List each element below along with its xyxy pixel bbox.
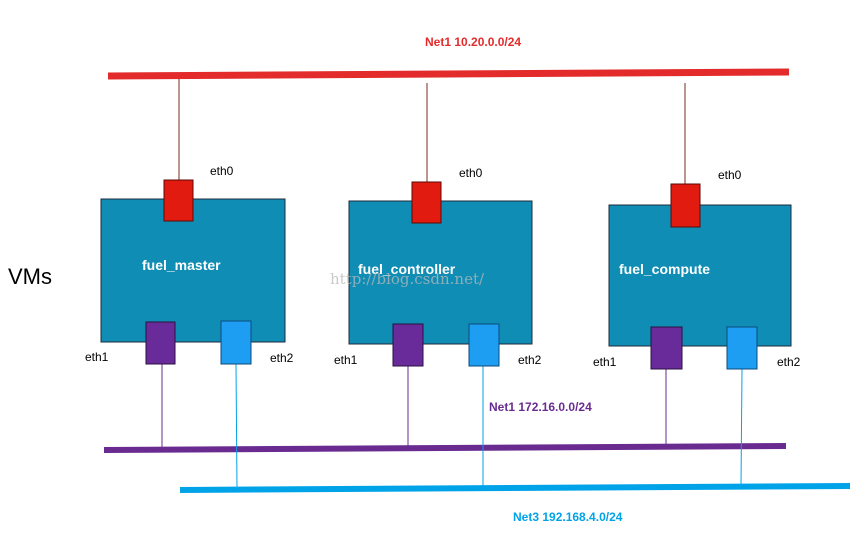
eth2-label: eth2: [518, 353, 542, 367]
eth1-label: eth1: [593, 355, 617, 369]
eth0-label: eth0: [210, 164, 234, 178]
net-bottom-label: Net3 192.168.4.0/24: [513, 510, 623, 524]
net-middle-label: Net1 172.16.0.0/24: [489, 400, 592, 414]
eth1-label: eth1: [85, 350, 109, 364]
net-bottom-bar: [179, 483, 850, 493]
eth0-port: [411, 181, 442, 224]
eth2-port: [468, 323, 500, 367]
eth2-port: [220, 320, 252, 365]
vm-name: fuel_compute: [619, 261, 710, 277]
eth1-port: [392, 323, 424, 367]
watermark: http://blog.csdn.net/: [330, 270, 485, 288]
vm-fuel-compute: fuel_compute eth0 eth1 eth2: [593, 83, 801, 487]
eth0-port: [163, 179, 194, 222]
vm-box: [100, 198, 286, 343]
eth2-link: [740, 368, 743, 487]
net-top-bar: [107, 68, 790, 80]
vm-name: fuel_controller: [358, 261, 456, 277]
eth2-link: [235, 363, 238, 490]
net-middle-bar: [103, 443, 787, 453]
eth0-label: eth0: [718, 168, 742, 182]
eth0-label: eth0: [459, 166, 483, 180]
eth2-label: eth2: [270, 351, 294, 365]
vm-fuel-master: fuel_master eth0 eth1 eth2: [85, 79, 294, 490]
vms-label: VMs: [8, 264, 52, 289]
eth2-port: [726, 326, 758, 370]
eth0-port: [670, 183, 701, 228]
vm-box: [348, 200, 533, 345]
vm-name: fuel_master: [142, 257, 221, 273]
eth1-port: [145, 321, 176, 365]
eth1-label: eth1: [334, 353, 358, 367]
vm-fuel-controller: fuel_controller eth0 eth1 eth2: [334, 83, 542, 488]
eth1-port: [650, 326, 683, 370]
vm-box: [608, 204, 792, 347]
eth2-label: eth2: [777, 355, 801, 369]
net-top-label: Net1 10.20.0.0/24: [425, 35, 521, 49]
